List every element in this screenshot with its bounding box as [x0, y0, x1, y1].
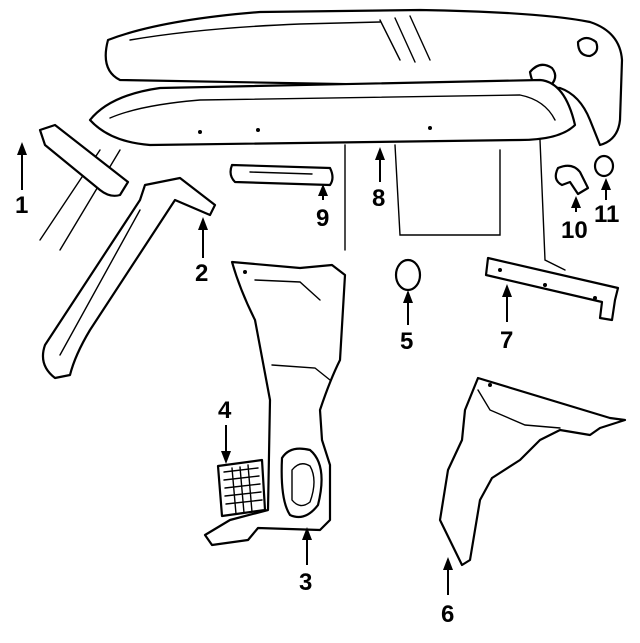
callout-11: 11: [594, 201, 619, 228]
windshield-pillar-molding: [38, 123, 130, 197]
hook-cover: [593, 154, 615, 178]
front-pillar-trim: [41, 176, 217, 380]
callout-6: 6: [441, 601, 454, 628]
cargo-trim-panel: [438, 376, 627, 567]
retainer-strip: [484, 256, 620, 322]
plug: [394, 258, 422, 292]
callout-1: 1: [15, 192, 28, 219]
callout-2: 2: [195, 260, 208, 287]
speaker-grille: [216, 458, 267, 518]
grab-handle: [229, 163, 334, 187]
callout-4: 4: [218, 397, 232, 424]
callout-8: 8: [372, 185, 385, 212]
callout-9: 9: [316, 205, 329, 232]
callout-5: 5: [400, 328, 413, 355]
callout-7: 7: [500, 327, 513, 354]
door-frame-lines: [39, 139, 566, 271]
leader-arrows: [17, 142, 611, 595]
quarter-trim-panel: [203, 260, 347, 547]
roof-shell: [104, 8, 624, 147]
callout-3: 3: [299, 569, 312, 596]
coat-hook: [554, 164, 590, 196]
callout-10: 10: [561, 217, 588, 244]
headliner-panel: [88, 78, 577, 147]
